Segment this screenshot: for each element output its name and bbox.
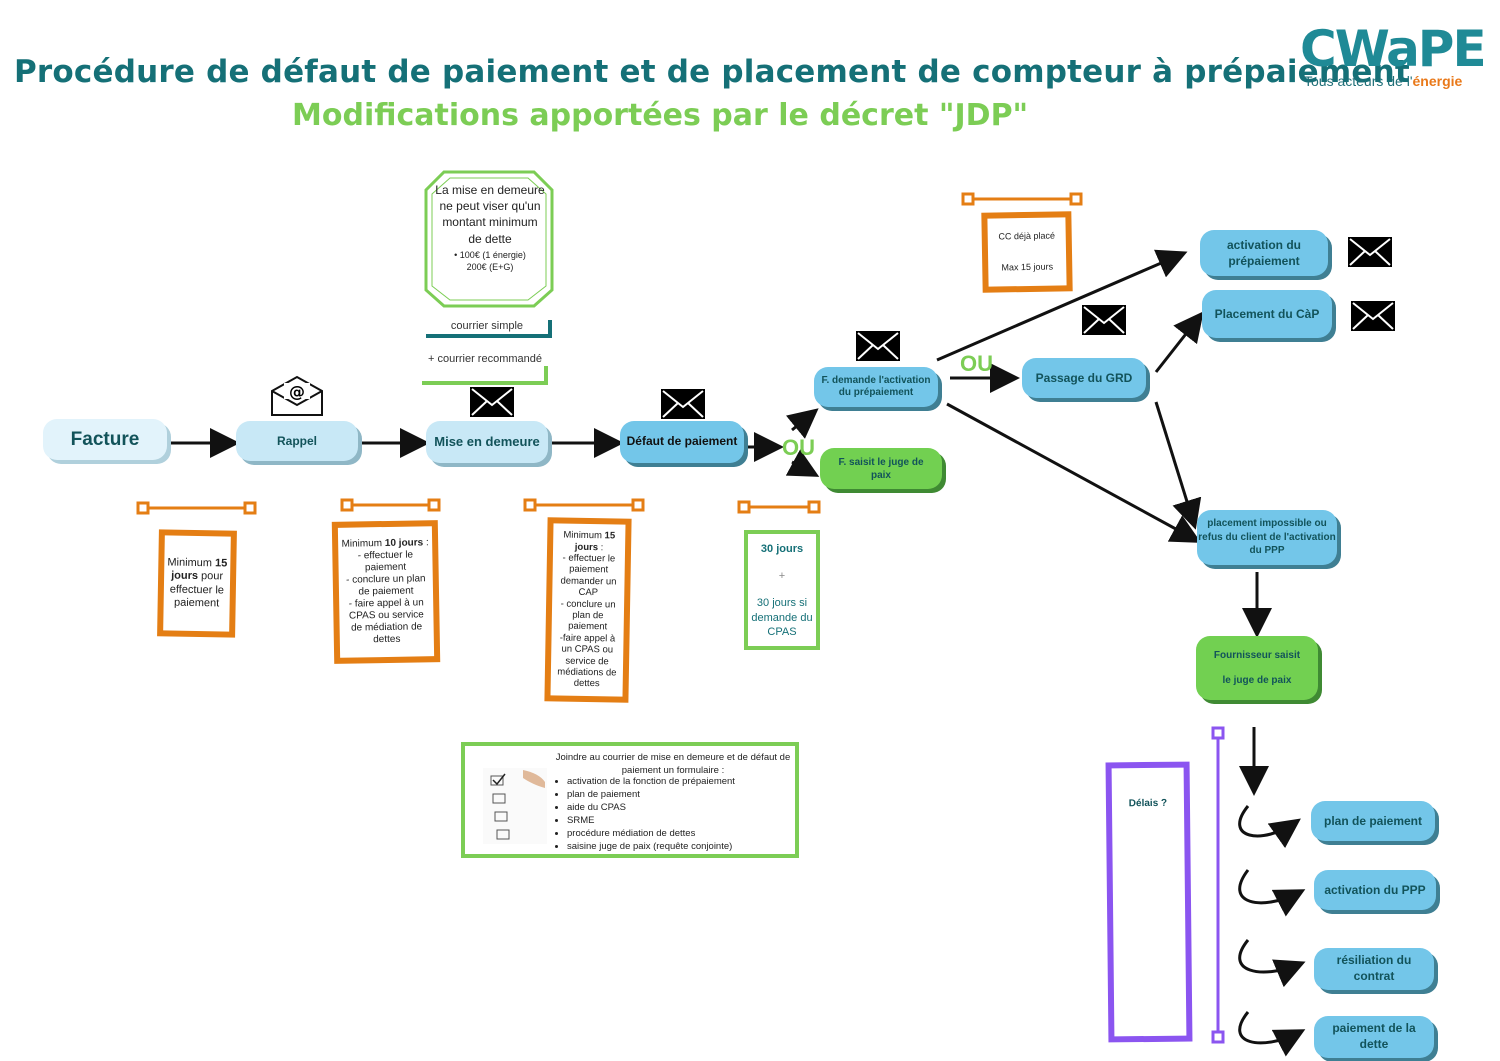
- formulaire-item: procédure médiation de dettes: [567, 828, 735, 841]
- curve-arrow-3: [1238, 939, 1306, 988]
- placement-cap-box: Placement du CàP: [1202, 290, 1332, 338]
- curve-arrow-2: [1238, 869, 1306, 917]
- passage-grd-box: Passage du GRD: [1022, 358, 1146, 398]
- checklist-icon: [483, 768, 547, 844]
- ou-label-2: OU: [960, 351, 993, 376]
- formulaire-note: Joindre au courrier de mise en demeure e…: [461, 742, 799, 858]
- arrow-ou-saisit: [785, 449, 820, 477]
- octagon-note-border: [424, 170, 554, 308]
- arrow-demande-impossible: [946, 402, 1202, 543]
- delai-mise-en-demeure-note: Minimum 10 jours : - effectuer le paieme…: [331, 520, 441, 664]
- delai-defaut-note: Minimum 15 jours : - effectuer le paieme…: [544, 517, 632, 703]
- logo-word: CWaPE: [1300, 20, 1487, 78]
- svg-text:@: @: [289, 382, 305, 401]
- logo-tagline: Tous acteurs de l'énergie: [1304, 73, 1462, 89]
- email-at-icon: @: [271, 375, 323, 416]
- arrow-grd-cap: [1154, 311, 1204, 373]
- delais-text: Délais ?: [1128, 797, 1168, 810]
- note-bullet-1: • 100€ (1 énergie): [454, 249, 526, 260]
- activation-prepaiement-box: activation du prépaiement: [1200, 230, 1328, 276]
- formulaire-item: aide du CPAS: [567, 802, 735, 815]
- curve-arrow-1: [1238, 805, 1301, 849]
- max-15-jours-text: Max 15 jours: [1001, 261, 1054, 273]
- outcome-activation-ppp: activation du PPP: [1314, 870, 1436, 910]
- outcome-plan-paiement: plan de paiement: [1311, 801, 1435, 841]
- envelope-icon: [1351, 301, 1395, 331]
- outcome-resiliation: résiliation du contrat: [1314, 948, 1434, 990]
- formulaire-intro: Joindre au courrier de mise en demeure e…: [555, 752, 791, 776]
- delai-rappel-note: Minimum 15 jours pour effectuer le paiem…: [157, 529, 237, 638]
- arrow-grd-impossible: [1154, 401, 1202, 530]
- facture-box: Facture: [43, 419, 167, 460]
- ou-label-1: OU: [782, 435, 815, 460]
- f-saisit-juge-box: F. saisit le juge de paix: [820, 448, 942, 489]
- delai-juge-plus: +: [778, 569, 786, 582]
- delai-juge-note: 30 jours + 30 jours si demande du CPAS: [744, 530, 820, 650]
- note-text: La mise en demeure ne peut viser qu'un m…: [435, 183, 545, 246]
- logo-tagline-accent: énergie: [1412, 73, 1463, 89]
- delai-juge-head: 30 jours: [760, 543, 804, 555]
- mise-en-demeure-box: Mise en demeure: [426, 421, 548, 463]
- placement-impossible-box: placement impossible ou refus du client …: [1197, 510, 1337, 565]
- arrow-ou-demande: [785, 408, 819, 439]
- fournisseur-saisit-box: Fournisseur saisit le juge de paix: [1196, 636, 1318, 700]
- formulaire-item: activation de la fonction de prépaiement: [567, 776, 735, 789]
- envelope-icon: [1082, 305, 1126, 335]
- note-bullet-2: 200€ (E+G): [466, 261, 514, 272]
- page-subtitle: Modifications apportées par le décret "J…: [292, 98, 1029, 133]
- f-demande-activation-box: F. demande l'activation du prépaiement: [814, 367, 938, 407]
- outcome-paiement-dette: paiement de la dette: [1314, 1016, 1434, 1058]
- formulaire-item: saisine juge de paix (requête conjointe): [567, 841, 735, 854]
- envelope-icon: [856, 331, 900, 361]
- curve-arrow-4: [1238, 1011, 1306, 1057]
- arrow-demande-activation: [936, 249, 1188, 362]
- delai-juge-tail: 30 jours si demande du CPAS: [751, 596, 813, 639]
- formulaire-item: plan de paiement: [567, 789, 735, 802]
- page-title: Procédure de défaut de paiement et de pl…: [14, 54, 1410, 90]
- rappel-box: Rappel: [236, 421, 358, 461]
- cc-deja-place-note: CC déjà placé Max 15 jours: [981, 211, 1073, 293]
- formulaire-item: SRME: [567, 815, 735, 828]
- formulaire-list: activation de la fonction de prépaiement…: [553, 776, 735, 853]
- courrier-recommande-label: + courrier recommandé: [427, 353, 543, 365]
- envelope-icon: [661, 389, 705, 419]
- mise-en-demeure-note: La mise en demeure ne peut viser qu'un m…: [434, 182, 546, 273]
- cc-deja-place-text: CC déjà placé: [998, 230, 1056, 242]
- courrier-simple-label: courrier simple: [450, 320, 524, 332]
- envelope-icon: [470, 387, 514, 417]
- cwape-logo: CWaPE Tous acteurs de l'énergie: [1300, 20, 1487, 95]
- envelope-icon: [1348, 237, 1392, 267]
- logo-tagline-prefix: Tous acteurs de l': [1304, 73, 1413, 89]
- delais-note: Délais ?: [1105, 761, 1193, 1043]
- defaut-paiement-box: Défaut de paiement: [620, 421, 744, 463]
